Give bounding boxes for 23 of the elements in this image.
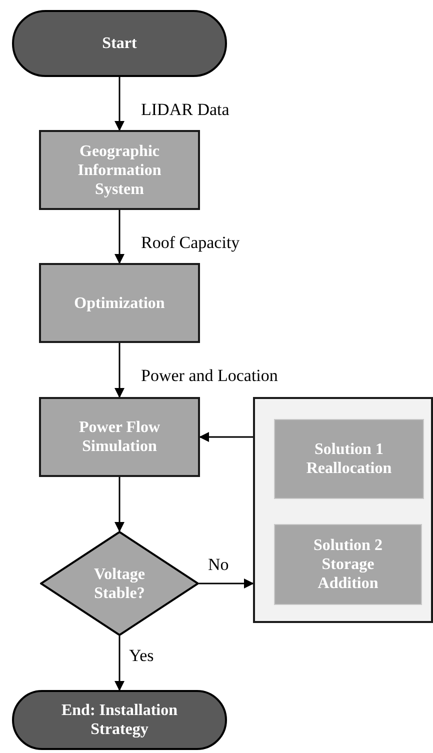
- arrow: [114, 636, 124, 691]
- decision-diamond: [40, 531, 199, 636]
- arrow: [199, 432, 253, 442]
- node-label: Optimization: [74, 294, 165, 312]
- arrow: [114, 477, 124, 532]
- process-box: [39, 263, 200, 343]
- node-label: Solution 2 Storage Addition: [312, 536, 384, 593]
- node-label: Start: [102, 34, 137, 53]
- node-label: Solution 1 Reallocation: [305, 440, 393, 478]
- arrow: [114, 210, 124, 264]
- arrow: [114, 77, 124, 131]
- arrow: [114, 343, 124, 398]
- node-label: End: Installation Strategy: [60, 701, 179, 739]
- edge-label: Roof Capacity: [140, 233, 241, 252]
- process-box: [39, 397, 200, 477]
- node-label: Geographic Information System: [76, 142, 162, 198]
- process-box: [39, 130, 200, 210]
- arrow: [199, 578, 254, 588]
- solution-box: [274, 419, 424, 499]
- solutions-panel: [253, 397, 433, 623]
- node-label: Voltage Stable?: [93, 564, 146, 602]
- node-label: Power Flow Simulation: [78, 418, 161, 456]
- solution-box: [274, 524, 422, 605]
